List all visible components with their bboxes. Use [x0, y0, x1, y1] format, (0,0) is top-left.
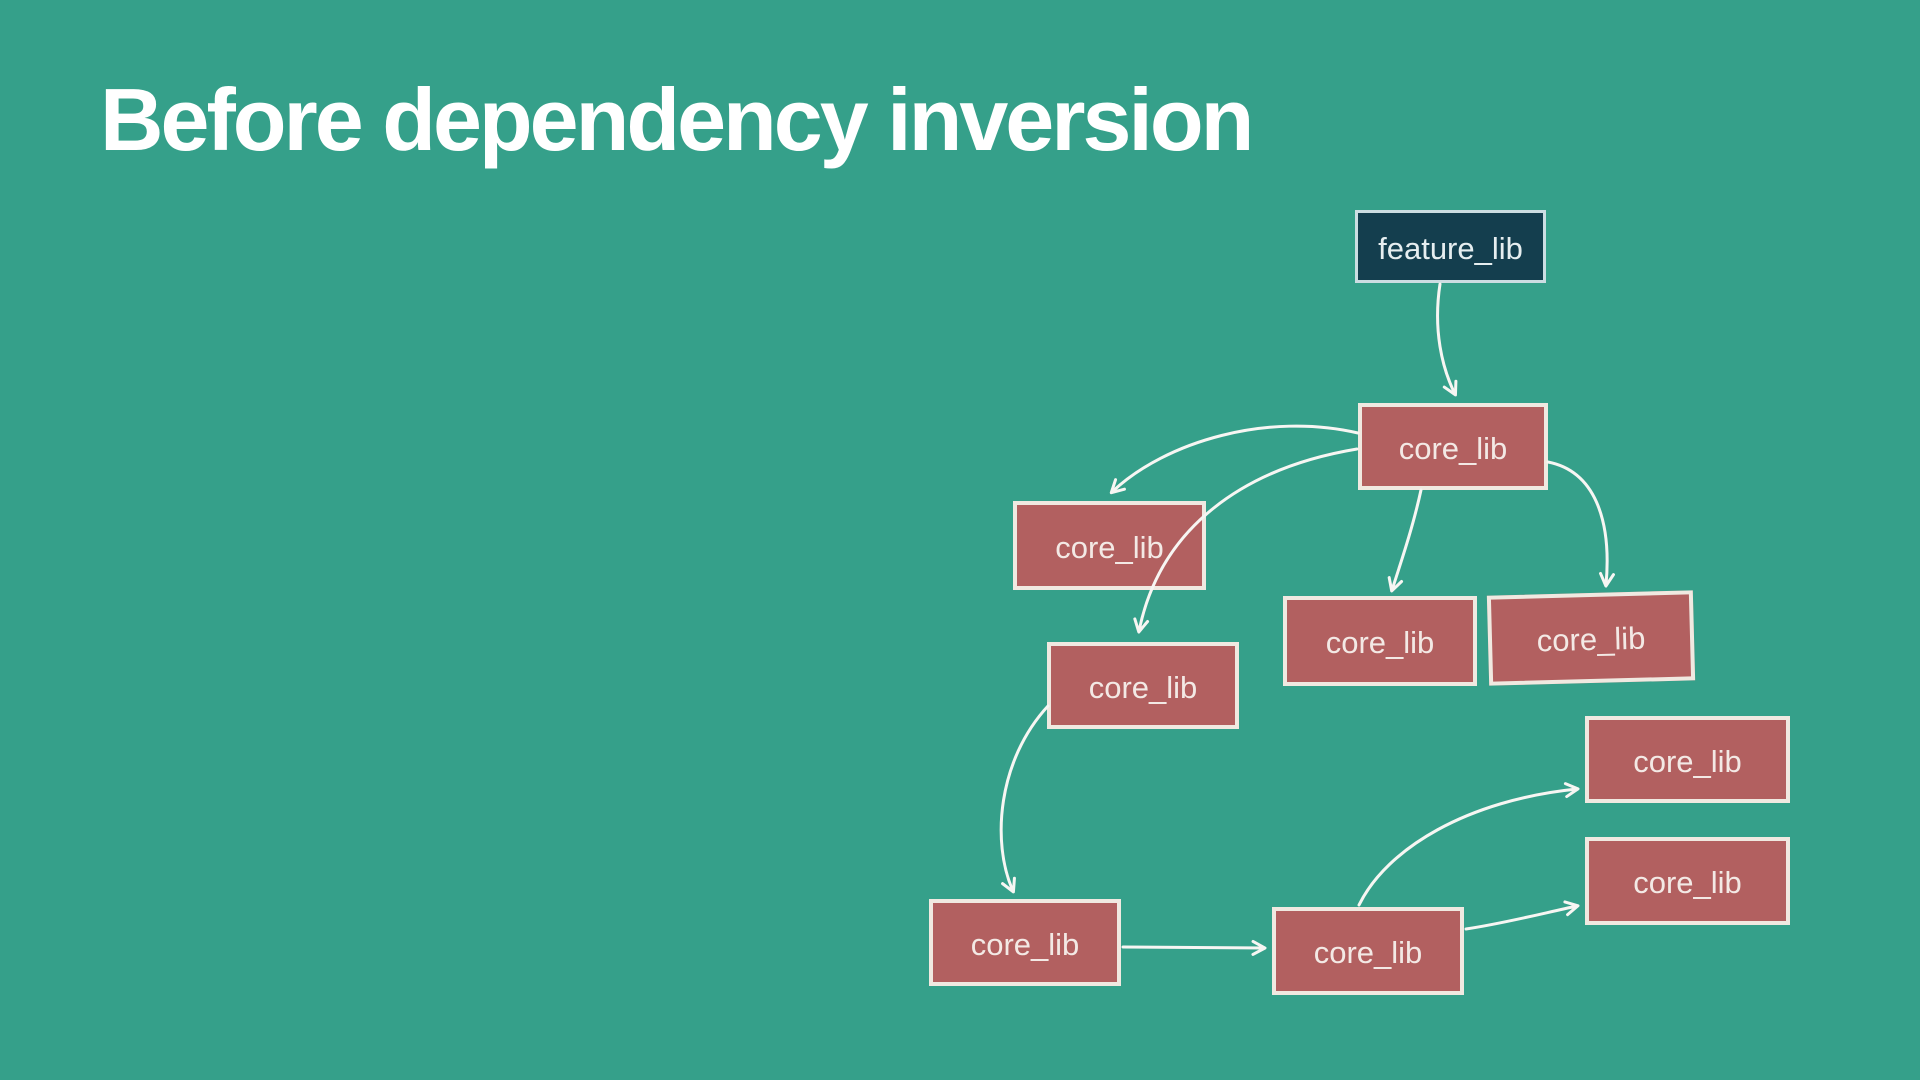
node-core-lib-2: core_lib — [1013, 501, 1206, 590]
node-label: core_lib — [1633, 865, 1742, 900]
node-label: core_lib — [1055, 529, 1164, 565]
edge-core-lib-1-to-core-lib-3 — [1387, 488, 1423, 593]
edge-feature-lib-to-core-lib-1 — [1436, 282, 1458, 397]
node-label: core_lib — [1313, 935, 1423, 970]
node-feature-lib: feature_lib — [1355, 210, 1546, 283]
node-core-lib-9: core_lib — [1585, 837, 1790, 925]
node-label: core_lib — [1088, 669, 1198, 705]
node-core-lib-7: core_lib — [1272, 907, 1464, 995]
node-label: core_lib — [1633, 743, 1742, 779]
node-label: core_lib — [970, 926, 1080, 962]
node-label: feature_lib — [1378, 230, 1523, 266]
node-core-lib-1: core_lib — [1358, 403, 1548, 490]
node-core-lib-4: core_lib — [1486, 590, 1696, 686]
edge-core-lib-5-to-core-lib-6 — [999, 704, 1050, 894]
node-core-lib-8: core_lib — [1585, 716, 1790, 803]
edge-core-lib-1-to-core-lib-4 — [1546, 460, 1615, 588]
node-core-lib-6: core_lib — [929, 899, 1121, 986]
node-core-lib-3: core_lib — [1283, 596, 1477, 686]
edge-core-lib-6-to-core-lib-7 — [1121, 939, 1267, 956]
node-core-lib-5: core_lib — [1047, 642, 1239, 729]
node-label: core_lib — [1536, 620, 1646, 659]
node-label: core_lib — [1398, 430, 1508, 466]
edge-core-lib-7-to-core-lib-9 — [1464, 900, 1580, 931]
node-label: core_lib — [1325, 625, 1435, 660]
edge-core-lib-1-to-core-lib-2 — [1109, 424, 1360, 495]
slide-title: Before dependency inversion — [100, 70, 1254, 169]
edge-core-lib-7-to-core-lib-8 — [1357, 782, 1580, 907]
